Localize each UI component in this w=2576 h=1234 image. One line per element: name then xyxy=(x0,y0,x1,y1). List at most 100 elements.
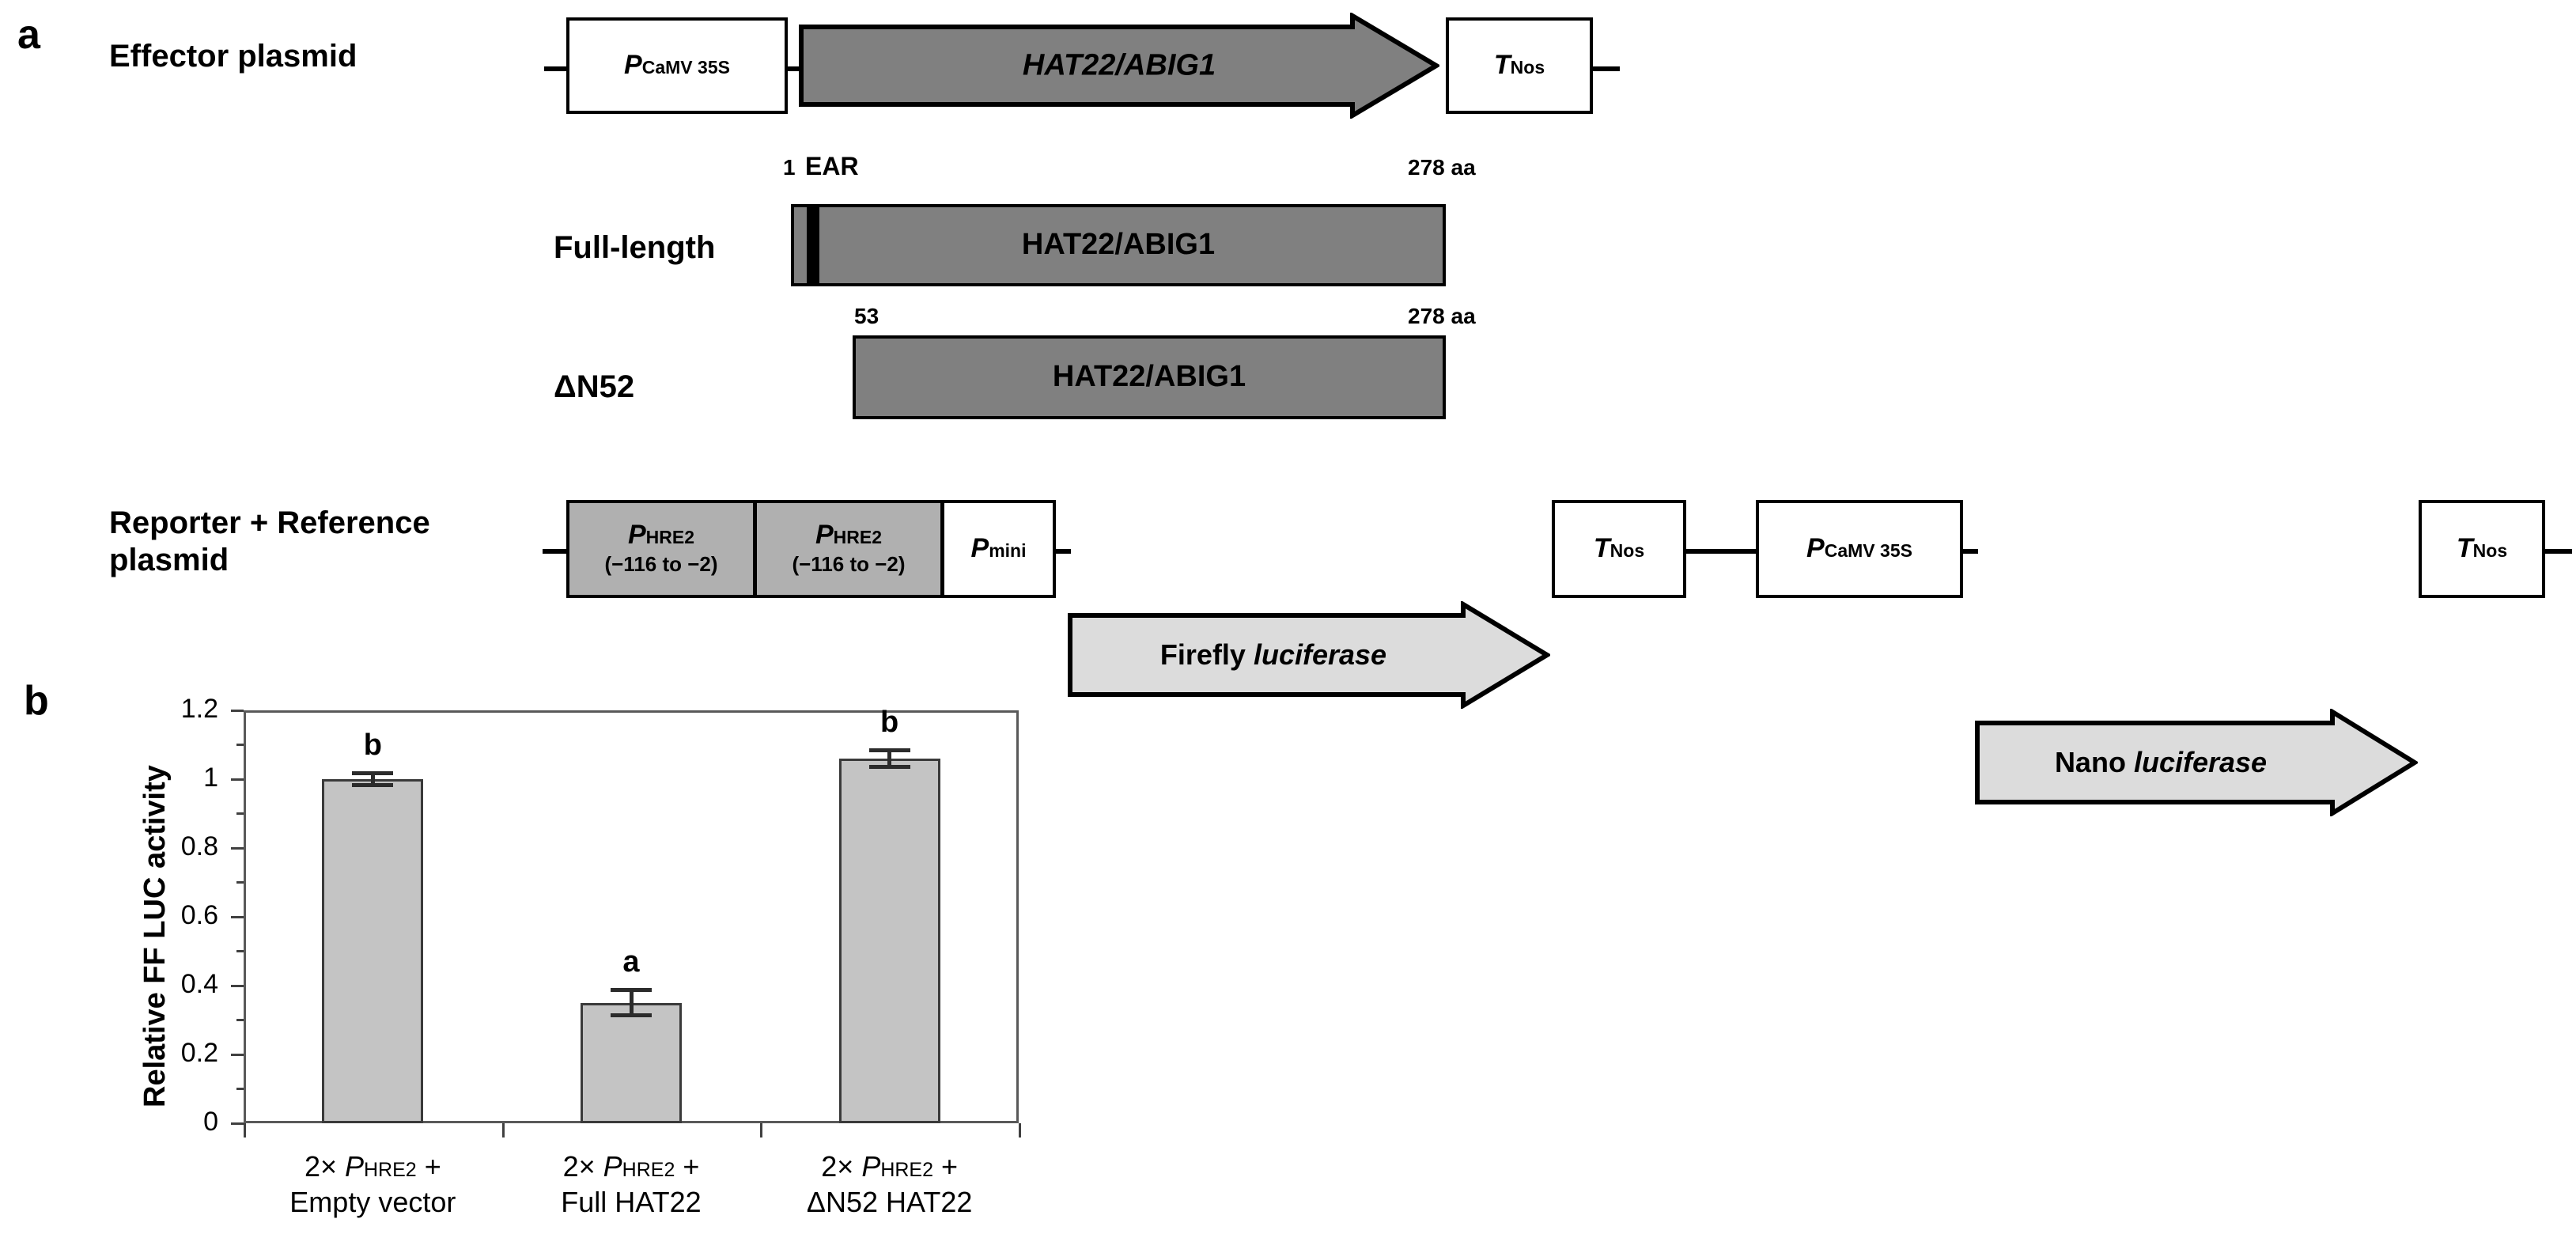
y-tick-major xyxy=(231,915,244,918)
significance-letter: b xyxy=(880,705,899,739)
x-tick xyxy=(1019,1123,1021,1137)
pcamv-reporter-main: P xyxy=(1806,533,1825,564)
fulllength-start-label: 1 xyxy=(783,155,796,180)
error-bar-cap-bottom xyxy=(868,764,910,769)
dn52-protein-box: HAT22/ABIG1 xyxy=(853,335,1446,419)
x-label-promoter: P xyxy=(344,1150,364,1183)
fulllength-protein-label: HAT22/ABIG1 xyxy=(1021,228,1216,262)
y-tick-major xyxy=(231,984,244,987)
hre2-2-range: (−116 to −2) xyxy=(792,552,906,577)
error-bar-cap-top xyxy=(611,988,652,993)
effector-right-line xyxy=(1591,66,1620,71)
fulllength-name: Full-length xyxy=(554,230,716,265)
effector-promoter-box: PCaMV 35S xyxy=(566,17,788,114)
tnos-box-2: TNos xyxy=(2419,500,2545,598)
reporter-line-4 xyxy=(1961,549,1978,554)
reporter-right-line xyxy=(2544,549,2572,554)
error-bar-cap-top xyxy=(868,748,910,752)
error-bar xyxy=(611,988,652,1017)
effector-terminator-main: T xyxy=(1493,50,1511,81)
error-bar-cap-bottom xyxy=(611,1013,652,1017)
error-bar-cap-bottom xyxy=(352,782,394,787)
error-bar xyxy=(352,771,394,787)
tnos-1-sub: Nos xyxy=(1610,540,1645,562)
x-label-line2: ΔN52 HAT22 xyxy=(806,1186,973,1218)
hre2-2-main: P xyxy=(815,519,834,550)
x-label-suffix: + xyxy=(416,1150,441,1183)
effector-plasmid-label: Effector plasmid xyxy=(109,39,357,74)
reporter-label-line1: Reporter + Reference xyxy=(109,505,430,540)
fulllength-ear-label: EAR xyxy=(805,152,859,180)
x-label-line1: 2× PHRE2 + xyxy=(493,1149,770,1184)
effector-promoter-main: P xyxy=(624,50,642,81)
hre2-box-2: PHRE2 (−116 to −2) xyxy=(754,500,944,598)
y-tick-label: 0 xyxy=(203,1107,218,1137)
x-axis-label: 2× PHRE2 +Empty vector xyxy=(234,1149,511,1220)
y-tick-label: 1 xyxy=(203,763,218,793)
pmini-main: P xyxy=(970,533,989,564)
dn52-protein-label: HAT22/ABIG1 xyxy=(1052,360,1246,394)
x-tick xyxy=(760,1123,763,1137)
hre2-1-sub: HRE2 xyxy=(645,526,695,547)
y-tick-major xyxy=(231,778,244,781)
y-tick-major xyxy=(231,846,244,850)
firefly-luciferase-arrow: Firefly luciferase xyxy=(1068,601,1550,709)
ear-domain-marker xyxy=(807,207,819,283)
tnos-2-main: T xyxy=(2456,533,2473,564)
x-label-promoter: P xyxy=(861,1150,881,1183)
y-tick-minor xyxy=(236,812,244,815)
tnos-box-1: TNos xyxy=(1552,500,1686,598)
x-label-prefix: 2× xyxy=(304,1150,345,1183)
pmini-sub: mini xyxy=(989,540,1027,562)
y-tick-label: 0.6 xyxy=(180,900,218,930)
error-bar xyxy=(868,748,910,769)
x-label-line2: Empty vector xyxy=(289,1186,456,1218)
x-label-prefix: 2× xyxy=(562,1150,603,1183)
x-tick xyxy=(501,1123,505,1137)
pmini-box: Pmini xyxy=(941,500,1056,598)
hre2-box-1: PHRE2 (−116 to −2) xyxy=(566,500,756,598)
tnos-1-main: T xyxy=(1593,533,1610,564)
x-tick xyxy=(244,1123,246,1137)
error-bar-line xyxy=(370,771,375,787)
dn52-name: ΔN52 xyxy=(554,369,635,404)
dn52-end-label: 278 aa xyxy=(1408,304,1476,328)
y-tick-major xyxy=(231,709,244,712)
x-label-line1: 2× PHRE2 + xyxy=(751,1149,1028,1184)
panel-b-letter: b xyxy=(24,678,49,724)
x-label-suffix: + xyxy=(933,1150,959,1183)
y-tick-minor xyxy=(236,881,244,884)
effector-left-line xyxy=(544,66,569,71)
x-label-promoter-sub: HRE2 xyxy=(622,1159,675,1181)
pcamv-box-reporter: PCaMV 35S xyxy=(1756,500,1963,598)
error-bar-line xyxy=(887,748,892,769)
y-tick-minor xyxy=(236,1088,244,1090)
hre2-1-main: P xyxy=(627,519,646,550)
y-tick-major xyxy=(231,1053,244,1056)
x-label-suffix: + xyxy=(675,1150,700,1183)
x-label-promoter: P xyxy=(603,1150,622,1183)
hre2-1-range: (−116 to −2) xyxy=(604,552,718,577)
x-label-line2: Full HAT22 xyxy=(561,1186,702,1218)
effector-terminator-box: TNos xyxy=(1446,17,1593,114)
pcamv-reporter-sub: CaMV 35S xyxy=(1824,540,1912,562)
effector-terminator-sub: Nos xyxy=(1510,57,1545,78)
y-tick-major xyxy=(231,1122,244,1125)
bar xyxy=(322,779,424,1123)
reporter-line-3 xyxy=(1685,549,1759,554)
hre2-2-sub: HRE2 xyxy=(833,526,883,547)
tnos-2-sub: Nos xyxy=(2472,540,2508,562)
nano-luciferase-arrow: Nano luciferase xyxy=(1975,709,2418,816)
error-bar-cap-top xyxy=(352,771,394,776)
y-tick-label: 0.2 xyxy=(180,1038,218,1068)
dn52-start-label: 53 xyxy=(854,304,879,328)
reporter-left-line xyxy=(543,549,568,554)
effector-mid-line xyxy=(785,66,803,71)
x-label-promoter-sub: HRE2 xyxy=(880,1159,934,1181)
significance-letter: b xyxy=(363,729,382,763)
x-label-prefix: 2× xyxy=(821,1150,862,1183)
error-bar-line xyxy=(629,988,634,1017)
fulllength-protein-box: HAT22/ABIG1 xyxy=(791,204,1446,286)
y-tick-minor xyxy=(236,744,244,746)
significance-letter: a xyxy=(622,945,640,979)
